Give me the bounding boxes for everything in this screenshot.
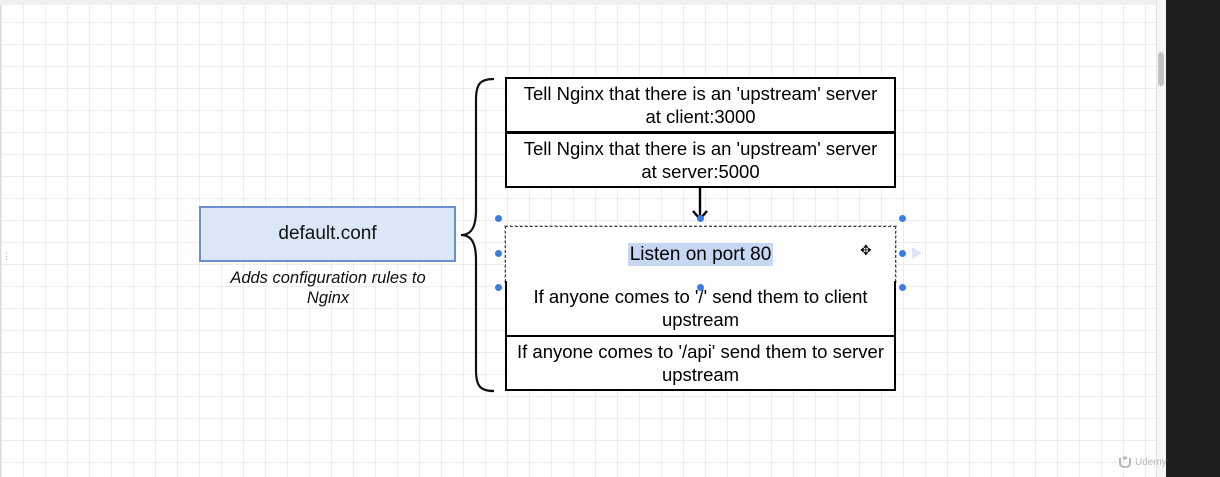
selection-handle-middle-right[interactable] (899, 250, 906, 257)
selection-handle-bottom-right[interactable] (899, 284, 906, 291)
vertical-scrollbar[interactable] (1156, 0, 1167, 477)
move-cursor-icon: ✥ (860, 242, 872, 258)
panel-resize-handle-icon[interactable]: ⋮ (2, 251, 11, 261)
selection-handle-bottom-left[interactable] (495, 284, 502, 291)
curly-brace-icon (460, 77, 495, 393)
step-upstream-server[interactable]: Tell Nginx that there is an 'upstream' s… (505, 132, 896, 188)
step-api-route[interactable]: If anyone comes to '/api' send them to s… (505, 335, 896, 391)
udemy-watermark-text: Udemy (1135, 456, 1167, 468)
connect-arrow-icon[interactable] (911, 246, 923, 260)
selection-handle-top-left[interactable] (495, 215, 502, 222)
default-conf-caption: Adds configuration rules to Nginx (230, 269, 426, 307)
selection-handle-top-right[interactable] (899, 215, 906, 222)
udemy-logo-icon (1119, 456, 1131, 468)
scrollbar-thumb[interactable] (1158, 52, 1164, 86)
selection-handle-middle-left[interactable] (495, 250, 502, 257)
step-client-route-text: If anyone comes to '/' send them to clie… (533, 286, 868, 330)
udemy-watermark: Udemy (1118, 456, 1167, 468)
selection-handle-top-center[interactable] (697, 215, 704, 222)
default-conf-label: default.conf (278, 223, 377, 244)
top-toolbar-strip (0, 0, 1166, 5)
selection-handle-bottom-center[interactable] (697, 284, 704, 291)
step-listen-port-text[interactable]: Listen on port 80 (627, 242, 774, 266)
step-api-route-text: If anyone comes to '/api' send them to s… (517, 341, 884, 385)
step-upstream-server-text: Tell Nginx that there is an 'upstream' s… (523, 138, 878, 182)
step-upstream-client[interactable]: Tell Nginx that there is an 'upstream' s… (505, 77, 896, 133)
video-side-panel (1166, 0, 1220, 477)
default-conf-box[interactable]: default.conf (199, 206, 456, 262)
step-upstream-client-text: Tell Nginx that there is an 'upstream' s… (523, 83, 878, 127)
step-listen-port[interactable]: Listen on port 80 (504, 225, 897, 283)
